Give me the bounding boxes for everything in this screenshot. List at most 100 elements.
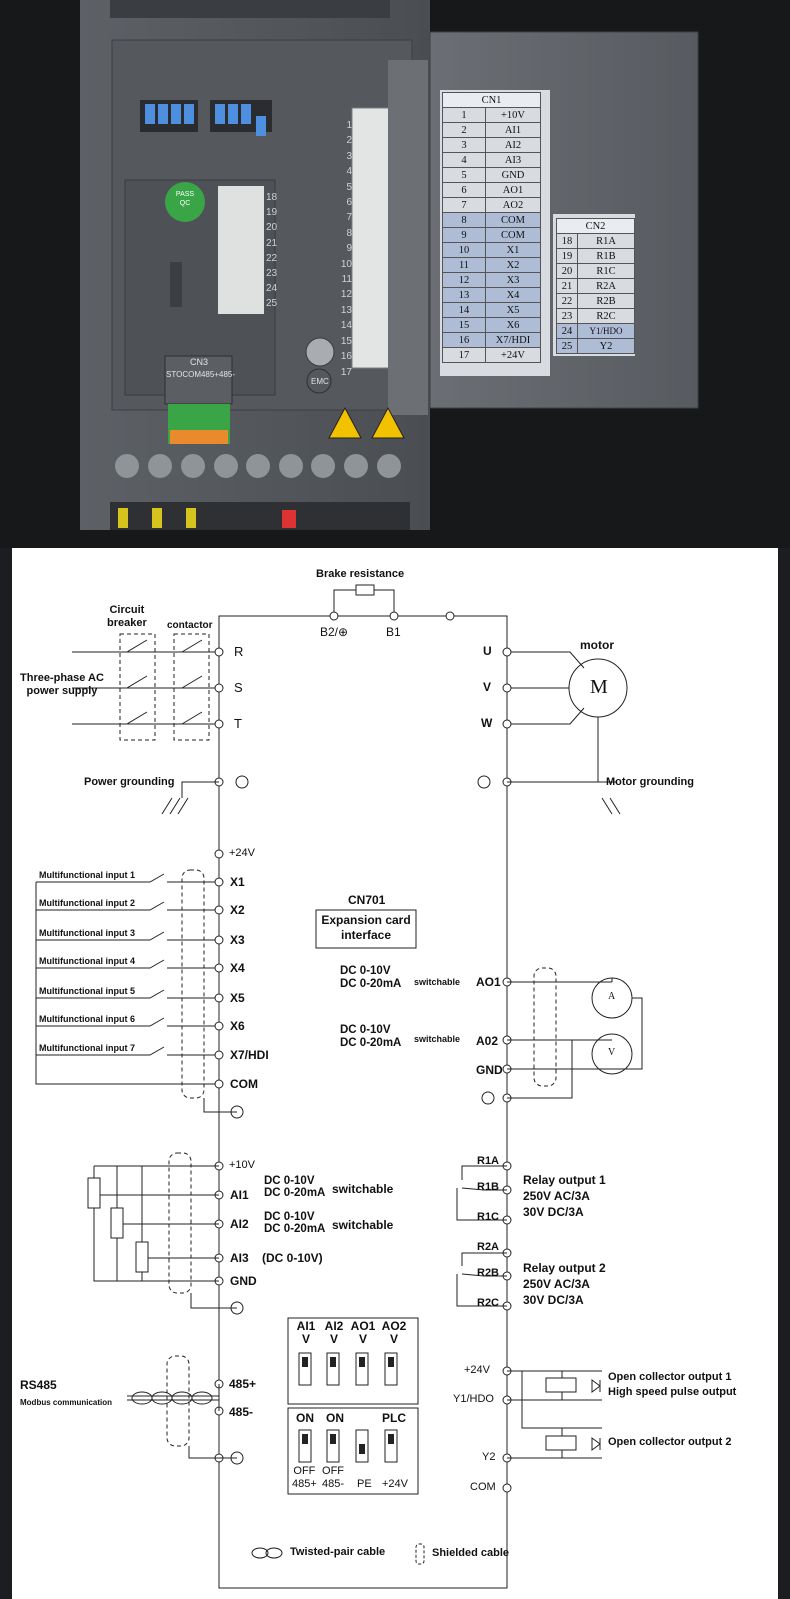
signal-cell: X4: [485, 287, 541, 303]
signal-cell: +24V: [485, 347, 541, 363]
switch-top-on-1: ON: [296, 1411, 314, 1425]
potentiometer-3: [135, 1241, 149, 1273]
pin-cell: 13: [442, 287, 486, 303]
relay1-label: Relay output 1 250V AC/3A 30V DC/3A: [523, 1173, 606, 1219]
pin-cell: 6: [442, 182, 486, 198]
pin-number: 20: [266, 222, 278, 234]
pin-number: 7: [346, 212, 352, 224]
pin-number: 5: [346, 181, 352, 193]
terminal-b1: [389, 611, 399, 621]
pin-cell: 25: [556, 338, 578, 354]
pin-cell: 7: [442, 197, 486, 213]
cn2-title: CN2: [556, 218, 635, 234]
pin-number: 15: [340, 335, 352, 347]
pin-cell: 24: [556, 323, 578, 339]
pin-cell: 10: [442, 242, 486, 258]
legend-twisted-label: Twisted-pair cable: [290, 1546, 386, 1558]
circuit-breaker-box: [119, 633, 156, 741]
signal-cell: GND: [485, 167, 541, 183]
terminal-t-label: T: [234, 716, 242, 731]
shield-inputs: [181, 869, 205, 1099]
potentiometer-2: [110, 1207, 124, 1239]
terminal-485m-label: 485-: [229, 1405, 254, 1419]
terminal-u-label: U: [483, 644, 492, 658]
terminal-r2c-label: R2C: [477, 1297, 500, 1309]
dip-switch-box-2: [287, 1407, 419, 1495]
table-row: 17+24V: [442, 347, 541, 363]
signal-cell: X1: [485, 242, 541, 258]
terminal-com-label: COM: [230, 1077, 258, 1091]
ao1-range-label: DC 0-10V DC 0-20mA: [340, 965, 402, 990]
pin-number: 12: [340, 289, 352, 301]
pin-cell: 8: [442, 212, 486, 228]
signal-cell: X3: [485, 272, 541, 288]
pin-number: 23: [266, 268, 278, 280]
pin-cell: 4: [442, 152, 486, 168]
signal-cell: R1B: [577, 248, 635, 264]
pin-number: 21: [266, 237, 278, 249]
ao1-switchable-label: switchable: [414, 977, 461, 987]
ground-icon: [230, 1301, 244, 1315]
input-label-7: Multifunctional input 7: [39, 1043, 135, 1053]
potentiometer-1: [87, 1177, 101, 1209]
terminal-x7-label: X7/HDI: [230, 1048, 269, 1062]
terminal-b2-label: B2/⊕: [320, 625, 349, 639]
ai1-range-label: DC 0-10V DC 0-20mA: [264, 1175, 326, 1199]
pin-number: 3: [346, 150, 352, 162]
inner-pin-numbers: 18 19 20 21 22 23 24 25: [266, 190, 277, 312]
ao2-range-label: DC 0-10V DC 0-20mA: [340, 1024, 402, 1049]
switch-bottom-485m: OFF 485-: [322, 1465, 345, 1490]
drive-photo-illustration: [0, 0, 790, 548]
ai3-range-label: (DC 0-10V): [262, 1251, 323, 1265]
terminal-x5-label: X5: [230, 991, 245, 1005]
input-label-1: Multifunctional input 1: [39, 870, 135, 880]
terminal-r1a-label: R1A: [477, 1155, 500, 1167]
expansion-card-label: Expansion card interface: [321, 913, 411, 942]
pin-number: 14: [340, 320, 352, 332]
pin-number: 24: [266, 283, 278, 295]
switch-header-ai1: AI1 V: [296, 1319, 316, 1346]
signal-cell: R2B: [577, 293, 635, 309]
pin-number: 25: [266, 298, 278, 310]
p10v-label: +10V: [229, 1159, 255, 1171]
signal-cell: R2A: [577, 278, 635, 294]
dip-switch-box-1: [287, 1317, 419, 1405]
terminal-x4-label: X4: [230, 961, 245, 975]
pin-number: 11: [341, 274, 352, 286]
terminal-b1-label: B1: [386, 625, 401, 639]
pin-cell: 14: [442, 302, 486, 318]
signal-cell: AI3: [485, 152, 541, 168]
pin-number: 17: [340, 366, 352, 378]
terminal-com-oc-label: COM: [470, 1481, 496, 1493]
brake-resistance-label: Brake resistance: [316, 568, 405, 580]
cn3-label: 485-: [219, 370, 236, 379]
pin-number: 2: [346, 135, 352, 147]
switch-header-ao2: AO2 V: [381, 1319, 407, 1346]
brake-resistor: [355, 584, 375, 596]
terminal-x6-label: X6: [230, 1019, 245, 1033]
input-switches: [36, 873, 219, 1056]
relay2-label: Relay output 2 250V AC/3A 30V DC/3A: [523, 1261, 606, 1307]
power-terminal-screws: [115, 454, 401, 478]
cn1-title: CN1: [442, 92, 541, 108]
ground-icon: [481, 1091, 495, 1105]
pin-cell: 18: [556, 233, 578, 249]
switch-header-ai2: AI2 V: [324, 1319, 344, 1346]
cn3-label: COM: [182, 370, 201, 379]
p24v-label: +24V: [229, 847, 255, 859]
pin-number: 8: [346, 227, 352, 239]
input-label-3: Multifunctional input 3: [39, 928, 135, 938]
relay-coil-1: [545, 1377, 577, 1393]
signal-cell: AO1: [485, 182, 541, 198]
switch-bottom-485p: OFF 485+: [292, 1465, 317, 1490]
terminal-y2-label: Y2: [482, 1451, 496, 1463]
